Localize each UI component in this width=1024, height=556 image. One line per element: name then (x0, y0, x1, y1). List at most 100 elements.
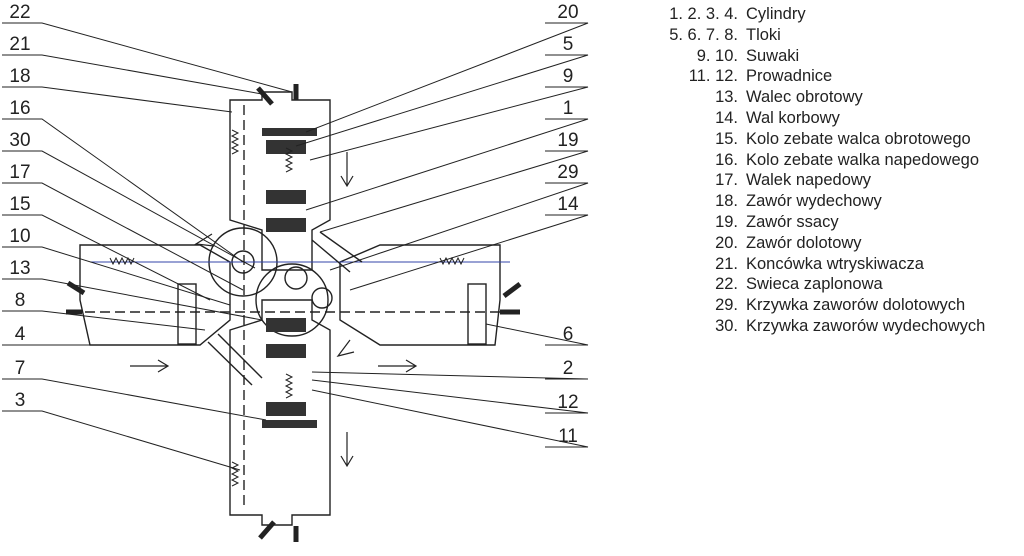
piston-top-1 (266, 140, 306, 154)
legend-number: 9. 10. (696, 46, 738, 65)
callout-leader-14 (349, 214, 589, 291)
legend-item: 18. Zawór wydechowy (640, 191, 1024, 212)
callout-leader-2 (311, 371, 589, 380)
callout-label-18: 18 (9, 66, 30, 87)
callout-label-16: 16 (9, 98, 30, 119)
callout-leader-20 (305, 22, 589, 133)
legend-number: 13. (715, 88, 738, 107)
callout-label-19: 19 (557, 130, 578, 151)
legend-text: Prowadnice (746, 67, 833, 86)
callout-label-2: 2 (563, 358, 574, 379)
callout-leader-1 (305, 118, 589, 211)
callout-leader-12 (311, 379, 589, 414)
callout-leader-22 (2, 22, 293, 93)
callout-label-7: 7 (15, 358, 26, 379)
callout-label-15: 15 (9, 194, 30, 215)
legend-number: 29. (715, 296, 738, 315)
legend-text: Cylindry (746, 5, 806, 23)
legend-number: 15. (715, 129, 738, 148)
legend-item: 13. Walec obrotowy (640, 87, 1024, 108)
legend-number: 14. (715, 109, 738, 127)
callout-label-30: 30 (9, 130, 30, 151)
callout-leader-9 (309, 86, 589, 161)
legend-item: 16.Kolo zebate walka napedowego (640, 150, 1024, 171)
legend-number: 19. (715, 213, 738, 231)
legend-text: Walek napedowy (746, 171, 872, 190)
legend-item: 30. Krzywka zaworów wydechowych (640, 316, 1024, 337)
valve-block-top (262, 128, 317, 136)
legend-item: 5. 6. 7. 8. Tloki (640, 25, 1024, 46)
callout-leader-15 (2, 214, 211, 301)
callout-leader-3 (2, 410, 241, 471)
legend-number: 21. (715, 254, 738, 273)
right-cylinder-housing (339, 244, 501, 346)
legend-number: 16. (715, 150, 738, 169)
legend-item: 1. 2. 3. 4. Cylindry (640, 4, 1024, 25)
callout-label-20: 20 (557, 2, 578, 23)
legend-number: 5. 6. 7. 8. (669, 25, 738, 44)
legend-text: Swieca zaplonowa (746, 275, 883, 294)
callout-leader-21 (2, 54, 263, 95)
flow-arrows (130, 152, 418, 468)
callout-label-22: 22 (9, 2, 30, 23)
callout-label-9: 9 (563, 66, 574, 87)
legend-text: Wal korbowy (746, 109, 840, 127)
rotary-drum (255, 263, 329, 337)
legend-number: 1. 2. 3. 4. (669, 5, 738, 23)
left-flange (177, 283, 197, 345)
piston-bot-1 (266, 318, 306, 332)
callout-label-29: 29 (557, 162, 578, 183)
callout-label-8: 8 (15, 290, 26, 311)
callout-leader-17 (2, 182, 244, 291)
callout-leader-29 (329, 182, 589, 271)
legend-item: 19. Zawór ssacy (640, 212, 1024, 233)
legend-item: 11. 12. Prowadnice (640, 66, 1024, 87)
piston-bot-3 (266, 402, 306, 416)
callout-label-3: 3 (15, 390, 26, 411)
legend-number: 11. 12. (688, 67, 738, 86)
legend-text: Krzywka zaworów dolotowych (746, 296, 966, 315)
piston-bot-2 (266, 344, 306, 358)
right-flange (467, 283, 487, 345)
callout-leader-13 (2, 278, 263, 321)
legend-text: Tloki (746, 25, 781, 44)
callout-leader-30 (2, 150, 256, 269)
left-cylinder-housing (79, 244, 231, 346)
callout-leader-18 (2, 86, 233, 113)
valve-block-bottom (262, 420, 317, 428)
legend-text: Walec obrotowy (746, 88, 863, 107)
legend-text: Zawór wydechowy (746, 192, 882, 211)
legend-item: 20. Zawór dolotowy (640, 233, 1024, 254)
callout-label-13: 13 (9, 258, 30, 279)
legend-text: Kolo zebate walca obrotowego (746, 129, 971, 148)
callout-label-1: 1 (563, 98, 574, 119)
center-hub (284, 266, 308, 290)
legend-text: Koncówka wtryskiwacza (746, 254, 924, 273)
callout-leader-7 (2, 378, 267, 421)
callout-label-5: 5 (563, 34, 574, 55)
right-hub (311, 287, 333, 309)
legend-number: 17. (715, 171, 738, 190)
legend-text: Suwaki (746, 46, 800, 65)
legend-item: 14. Wal korbowy (640, 108, 1024, 129)
legend-number: 18. (715, 192, 738, 211)
callout-label-21: 21 (9, 34, 30, 55)
legend-item: 17. Walek napedowy (640, 170, 1024, 191)
callout-label-14: 14 (557, 194, 579, 215)
legend-number: 30. (715, 317, 738, 335)
callout-leader-16 (2, 118, 244, 263)
legend-number: 20. (715, 233, 738, 252)
callout-leader-10 (2, 246, 231, 306)
callout-leader-5 (295, 54, 589, 147)
callout-leader-19 (319, 150, 589, 233)
callout-label-12: 12 (557, 392, 578, 413)
legend-text: Krzywka zaworów wydechowych (746, 317, 986, 335)
legend-text: Zawór ssacy (746, 213, 839, 231)
lower-cylinder-housing (229, 299, 331, 526)
callout-label-17: 17 (9, 162, 30, 183)
callout-label-10: 10 (9, 226, 30, 247)
legend-text: Zawór dolotowy (746, 233, 862, 252)
